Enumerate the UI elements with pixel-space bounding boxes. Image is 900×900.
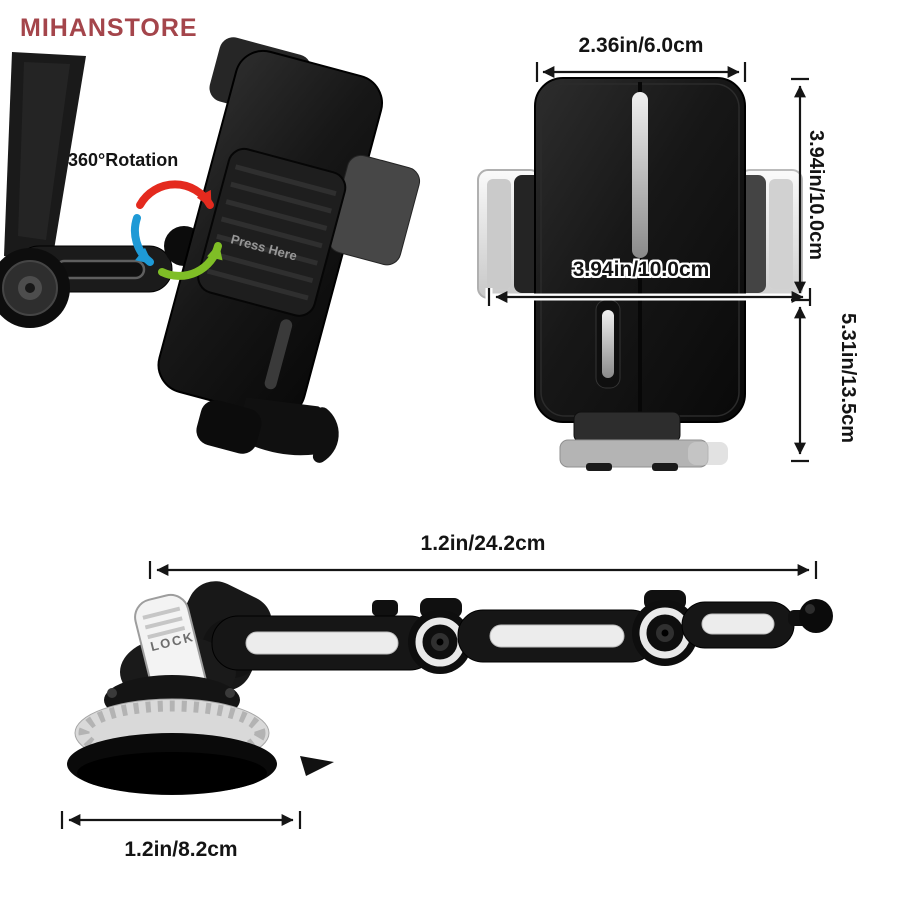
dim-base-width-arrow <box>60 811 302 829</box>
rotation-arrows-icon <box>130 180 223 280</box>
dim-height-arrows <box>791 77 809 463</box>
cradle-detail-strip <box>264 319 293 390</box>
dim-arm-length-arrow <box>148 561 818 579</box>
right-clamp <box>738 169 803 299</box>
press-pad-ridges <box>206 164 337 301</box>
mount-arm-highlight <box>18 62 70 240</box>
dim-height-total-label: 5.31in/13.5cm <box>837 312 859 444</box>
dim-height-body-label: 3.94in/10.0cm <box>805 129 827 261</box>
telescoping-arm <box>211 590 833 674</box>
ball-head <box>799 599 833 633</box>
dim-width-top-label: 2.36in/6.0cm <box>578 34 704 57</box>
dim-width-top-arrow <box>535 62 747 82</box>
center-light-strip <box>632 92 648 258</box>
phone-cradle-side <box>157 37 421 463</box>
bottom-arm-figure <box>67 581 833 795</box>
cradle-foot-hook <box>235 397 338 456</box>
release-button-slot <box>602 310 614 378</box>
front-view-figure <box>477 77 803 471</box>
suction-pull-tab <box>300 756 334 776</box>
bottom-foot <box>559 411 728 471</box>
link-slot <box>54 259 146 280</box>
dim-width-clamps-label: 3.94in/10.0cm <box>572 258 710 281</box>
left-clamp <box>477 169 542 299</box>
brand-logo: MIHANSTORE <box>20 14 198 42</box>
dim-arm-length-label: 1.2in/24.2cm <box>420 532 546 555</box>
side-view-figure <box>0 37 421 463</box>
side-knob-dot <box>25 283 35 293</box>
dim-width-clamps-arrow <box>485 288 814 306</box>
suction-base <box>67 675 334 795</box>
dimension-arrows <box>60 62 818 829</box>
cradle-lower-foot <box>196 400 262 454</box>
dim-base-width-label: 1.2in/8.2cm <box>124 838 238 861</box>
cradle-hook-tip <box>312 407 339 463</box>
rotation-label: 360°Rotation <box>68 150 179 170</box>
